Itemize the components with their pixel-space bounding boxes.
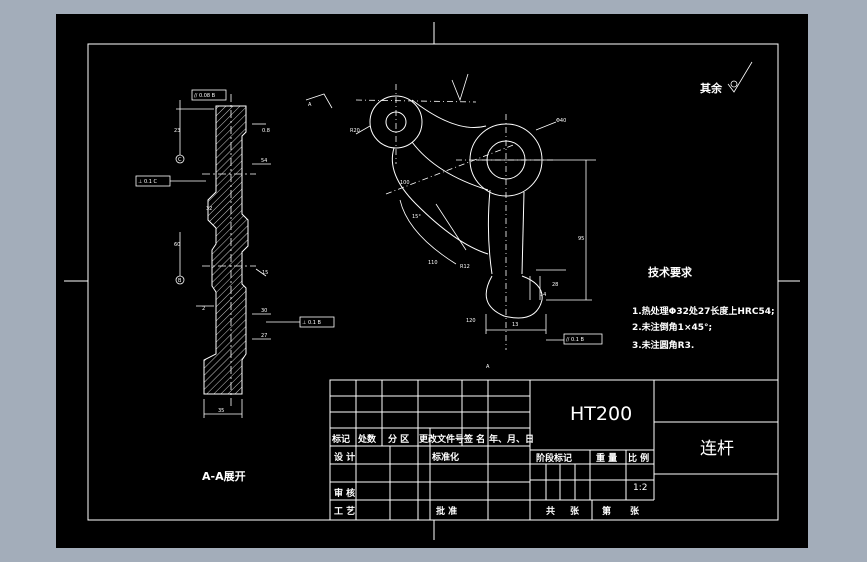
dim-left-5: 27: [261, 333, 267, 339]
dim-right-7: 13: [512, 322, 518, 328]
dim-left-10: 0.8: [262, 128, 270, 134]
dim-right-1: R20: [350, 128, 360, 134]
dim-right-8: 100: [400, 180, 410, 186]
rev-header-2: 处数: [357, 433, 377, 445]
label-standardize: 标准化: [431, 451, 459, 463]
dim-right-6: 14: [540, 292, 546, 298]
dim-right-9: 110: [428, 260, 438, 266]
tech-item-1: 1.热处理Φ32处27长度上HRC54;: [632, 305, 775, 317]
datum-b-label: B: [178, 278, 182, 284]
inner-border: [87, 43, 779, 521]
dim-right-3: 95: [578, 236, 584, 242]
tol-text-right: // 0.1 B: [566, 337, 584, 343]
rev-header-4: 更改文件号: [419, 433, 464, 445]
engineering-drawing: // 0.08 B ⊥ 0.1 C ⊥ 0.1 B C B 23 60 54 3…: [64, 22, 800, 540]
section-mark-a1: A: [308, 102, 312, 108]
dim-left-3: 32: [206, 206, 212, 212]
section-label: A-A展开: [202, 470, 246, 483]
rev-header-6: 年、月、日: [489, 433, 534, 445]
tol-frame-right: [563, 333, 603, 345]
label-design: 设 计: [334, 451, 355, 463]
label-sheet-unit: 张: [570, 505, 580, 517]
rev-header-1: 标记: [331, 433, 350, 445]
roughness-symbol: [727, 61, 753, 93]
small-boss: [369, 95, 423, 149]
label-review: 审 核: [334, 487, 355, 499]
tech-title: 技术要求: [648, 265, 693, 279]
dim-left-2: 60: [174, 242, 180, 248]
section-view-a-a: // 0.08 B ⊥ 0.1 C ⊥ 0.1 B C B 23 60 54 3…: [135, 89, 335, 483]
dim-left-7: 54: [261, 158, 267, 164]
label-weight: 重 量: [596, 452, 617, 464]
dim-left-4: 30: [261, 308, 267, 314]
rev-header-5: 签 名: [463, 433, 485, 445]
label-sheet-unit2: 张: [630, 505, 640, 517]
label-stage: 阶段标记: [536, 452, 572, 464]
tech-item-2: 2.未注倒角1×45°;: [632, 321, 712, 333]
datum-c-label: C: [178, 157, 182, 163]
material-label: HT200: [570, 403, 632, 425]
rev-header-3: 分 区: [388, 433, 409, 445]
label-ratio: 比 例: [628, 452, 649, 464]
tol-text-mid: ⊥ 0.1 C: [138, 179, 157, 185]
label-sheet-total: 共: [546, 505, 555, 517]
main-view-link: // 0.1 B R20 Φ40 95 R12 28 14 13 100 110…: [305, 73, 603, 370]
roughness-note: 其余: [700, 81, 723, 95]
dim-left-6: 35: [218, 408, 224, 414]
drawing-sheet: // 0.08 B ⊥ 0.1 C ⊥ 0.1 B C B 23 60 54 3…: [56, 14, 808, 548]
dim-left-1: 23: [174, 128, 180, 134]
part-name: 连杆: [700, 439, 734, 459]
dim-right-11: 120: [466, 318, 476, 324]
dim-right-5: 28: [552, 282, 558, 288]
dim-right-10: 15°: [412, 214, 421, 220]
tol-frame-top: [191, 89, 227, 101]
tol-text-low: ⊥ 0.1 B: [302, 320, 321, 326]
label-sheet-no: 第: [602, 505, 611, 517]
section-mark-a2: A: [486, 364, 490, 370]
dim-left-9: 15: [262, 270, 268, 276]
dim-left-8: 2: [202, 306, 205, 312]
title-block: 标记 处数 分 区 更改文件号 签 名 年、月、日 设 计 标准化 审 核 工 …: [329, 379, 779, 521]
dim-right-4: R12: [460, 264, 470, 270]
scale-value: 1:2: [633, 483, 647, 493]
label-approve: 批 准: [436, 505, 457, 517]
tol-text-top: // 0.08 B: [194, 93, 216, 99]
dim-right-2: Φ40: [556, 118, 566, 124]
label-process: 工 艺: [334, 505, 355, 517]
tech-item-3: 3.未注圆角R3.: [632, 339, 694, 351]
